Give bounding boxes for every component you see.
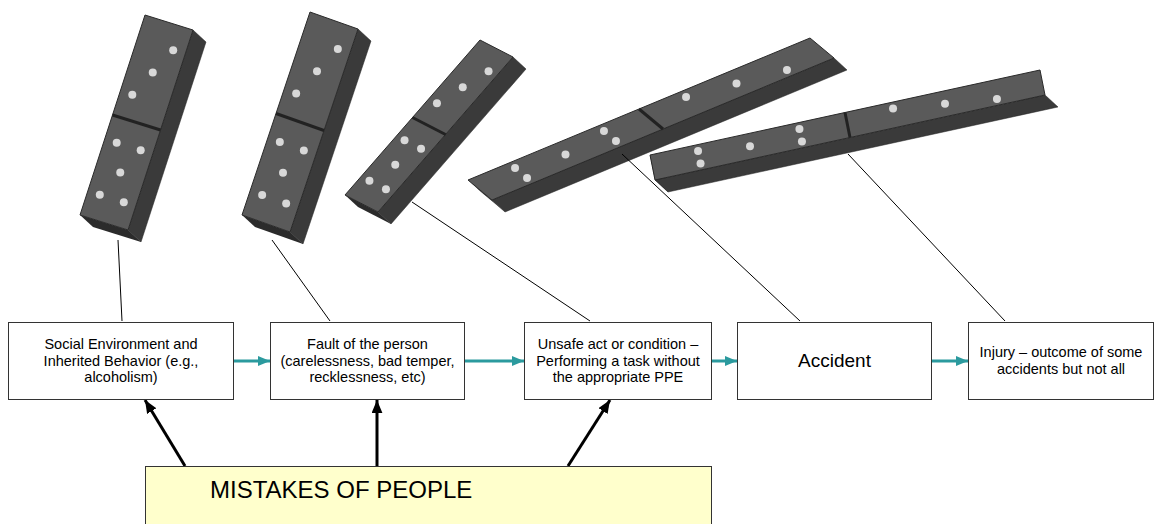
flow-arrow	[465, 360, 524, 363]
domino-pip	[485, 67, 493, 75]
domino-face	[80, 15, 193, 230]
domino-pip	[282, 199, 290, 207]
domino-pip	[733, 80, 741, 88]
flow-arrow	[712, 360, 737, 363]
box-text: Fault of the person (carelessness, bad t…	[278, 336, 457, 386]
domino-divider	[276, 114, 324, 131]
domino-divider	[845, 113, 850, 138]
flow-arrow	[145, 400, 185, 466]
leader-line	[118, 240, 122, 321]
domino-pip	[417, 145, 425, 153]
domino-pip	[795, 125, 803, 133]
box-text: Injury – outcome of some accidents but n…	[976, 344, 1146, 377]
domino-divider	[113, 115, 161, 130]
domino	[650, 70, 1058, 192]
domino-pip	[511, 164, 519, 172]
domino-face	[468, 38, 834, 200]
domino	[242, 12, 371, 244]
domino-pip	[258, 191, 266, 199]
domino-pip	[433, 99, 441, 107]
domino-pip	[382, 185, 390, 193]
event-box: Accident	[737, 322, 932, 400]
domino-pip	[600, 127, 608, 135]
cause-box: Unsafe act or condition – Performing a t…	[524, 322, 712, 400]
domino-pip	[889, 105, 897, 113]
domino-pip	[137, 146, 145, 154]
domino-pip	[116, 169, 124, 177]
domino-pip	[798, 137, 806, 145]
domino-pip	[682, 93, 690, 101]
domino-pip	[276, 138, 284, 146]
domino-pip	[459, 83, 467, 91]
domino	[80, 15, 206, 242]
domino-divider	[413, 118, 446, 135]
domino-pip	[401, 136, 409, 144]
leader-line	[622, 154, 800, 321]
domino-pip	[783, 66, 791, 74]
leader-lines	[118, 154, 1005, 321]
domino-pip	[993, 95, 1001, 103]
domino-divider	[639, 109, 663, 129]
domino-pip	[334, 45, 342, 53]
leader-line	[848, 154, 1005, 321]
domino-pip	[149, 69, 157, 77]
box-text: MISTAKES OF PEOPLE	[210, 476, 472, 504]
domino-pip	[562, 151, 570, 159]
domino-pip	[169, 46, 177, 54]
domino-pip	[279, 169, 287, 177]
flow-arrow	[932, 360, 968, 363]
domino-pip	[300, 147, 308, 155]
domino-pip	[694, 147, 702, 155]
domino-pip	[612, 137, 620, 145]
cause-box: Fault of the person (carelessness, bad t…	[270, 322, 465, 400]
domino-face	[242, 12, 358, 232]
domino-pip	[697, 160, 705, 168]
domino-pip	[113, 139, 121, 147]
outcome-box: Injury – outcome of some accidents but n…	[968, 322, 1154, 400]
domino-pip	[365, 177, 373, 185]
domino-pip	[391, 161, 399, 169]
domino-pip	[96, 191, 104, 199]
leader-line	[272, 240, 330, 321]
flow-arrow	[568, 400, 610, 466]
flow-arrow	[376, 400, 379, 466]
box-text: Unsafe act or condition – Performing a t…	[532, 336, 704, 386]
root-cause-box: MISTAKES OF PEOPLE	[145, 466, 712, 524]
domino-pip	[292, 89, 300, 97]
leader-line	[412, 202, 590, 321]
domino-pip	[313, 67, 321, 75]
domino-pip	[128, 91, 136, 99]
flow-arrow	[234, 360, 270, 363]
domino-group	[80, 12, 1058, 244]
box-text: Social Environment and Inherited Behavio…	[16, 336, 226, 386]
domino-pip	[746, 142, 754, 150]
cause-box: Social Environment and Inherited Behavio…	[8, 322, 234, 400]
domino-pip	[941, 100, 949, 108]
domino-pip	[120, 198, 128, 206]
domino-pip	[523, 174, 531, 182]
domino-face	[650, 70, 1045, 180]
box-text: Accident	[798, 350, 871, 372]
